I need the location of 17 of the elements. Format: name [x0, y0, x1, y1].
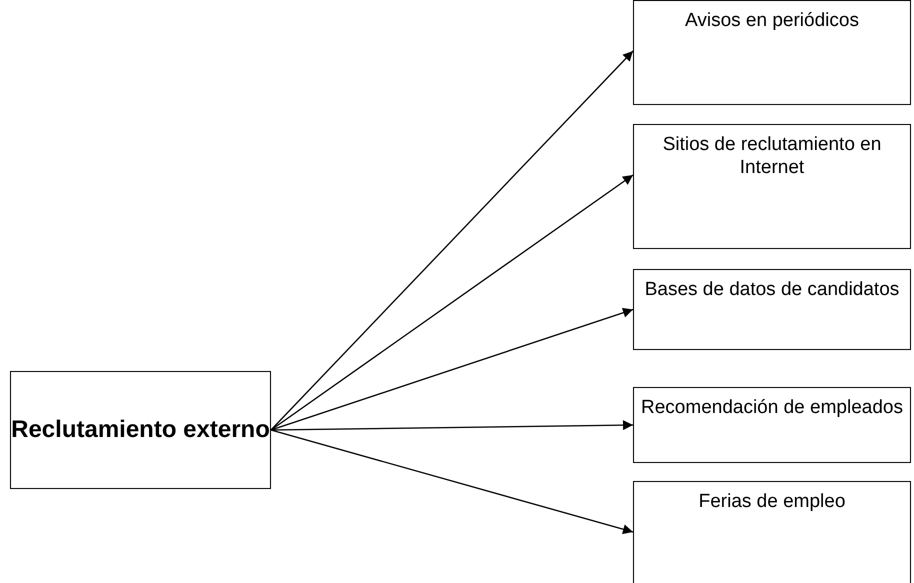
channel-box — [633, 387, 911, 463]
source-box — [10, 371, 271, 489]
arrow — [270, 308, 634, 431]
arrow — [270, 174, 634, 431]
channel-box — [633, 481, 911, 583]
box-label: Bases de datos de candidatos — [644, 278, 900, 301]
box-label: Sitios de reclutamiento en Internet — [662, 133, 882, 179]
box-label: Reclutamiento externo — [11, 415, 270, 445]
arrow — [271, 420, 633, 431]
channel-box — [633, 269, 911, 350]
arrow — [270, 429, 634, 534]
box-label: Recomendación de empleados — [640, 396, 904, 419]
channel-box — [633, 0, 911, 105]
box-label: Ferias de empleo — [698, 490, 846, 513]
channel-box — [633, 124, 911, 249]
arrow — [270, 50, 634, 430]
box-label: Avisos en periódicos — [684, 9, 860, 32]
